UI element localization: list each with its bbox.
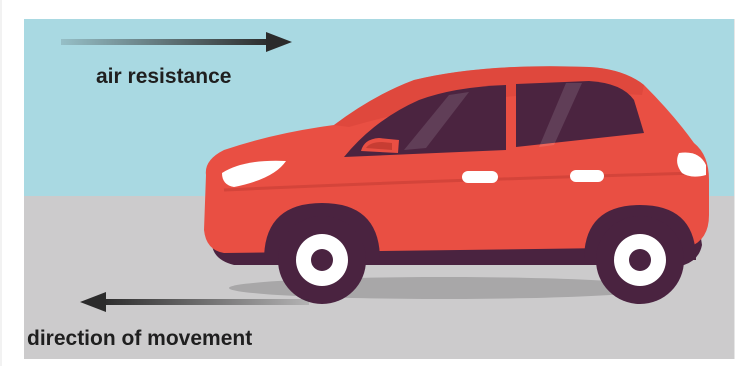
- scene: air resistance: [24, 19, 735, 359]
- air-resistance-arrow-icon: [61, 29, 293, 55]
- direction-of-movement-label: direction of movement: [27, 328, 252, 349]
- direction-of-movement-arrow-icon: [79, 289, 309, 315]
- car-icon: [194, 55, 714, 315]
